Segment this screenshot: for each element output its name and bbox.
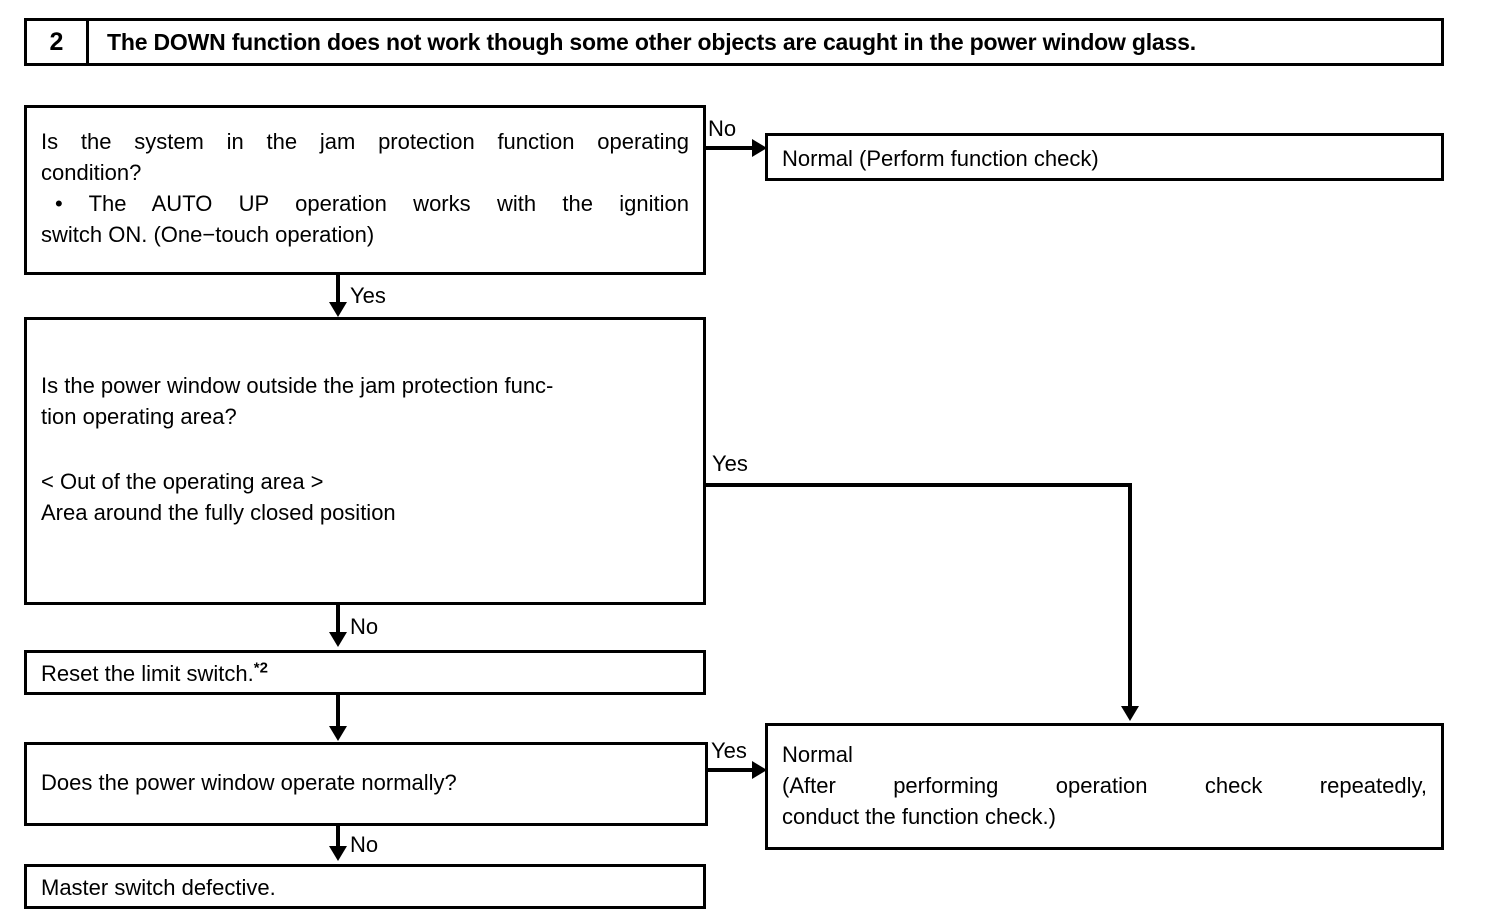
question-box-outside-operating-area-text: Is the power window outside the jam prot…	[27, 320, 703, 528]
question-box-operates-normally-text: Does the power window operate normally?	[41, 770, 457, 795]
edge-q3-no-line	[336, 826, 340, 852]
edge-q2-no-arrowhead	[329, 632, 347, 647]
edge-q1-no-line	[703, 146, 763, 150]
q1-line-2: condition?	[41, 160, 142, 185]
q1-bullet-line: • The AUTO UP operation works with the i…	[55, 191, 689, 216]
edge-q3-no-arrowhead	[329, 846, 347, 861]
outcome-box-master-switch-defective: Master switch defective.	[24, 864, 706, 909]
edge-q1-yes-arrowhead	[329, 302, 347, 317]
header-bar: 2 The DOWN function does not work though…	[24, 18, 1444, 66]
edge-q3-yes-line	[706, 768, 763, 772]
edge-reset-to-q3-line	[336, 695, 340, 727]
outcome-box-normal-after-operation-check: Normal (After performing operation check…	[765, 723, 1444, 850]
question-box-jam-protection-condition-text: Is the system in the jam protection func…	[27, 108, 703, 250]
normal-bottom-line-1: Normal	[782, 742, 853, 767]
edge-label-q2-no: No	[350, 614, 379, 639]
outcome-master-switch-defective-text: Master switch defective.	[41, 875, 276, 900]
edge-q1-no-arrowhead	[752, 139, 767, 157]
normal-bottom-line-2: (After performing operation check repeat…	[782, 773, 1427, 798]
q2-line-3: < Out of the operating area >	[41, 469, 324, 494]
q1-bullet-continuation: switch ON. (One−touch operation)	[41, 222, 375, 247]
q2-line-1: Is the power window outside the jam prot…	[41, 373, 554, 398]
question-box-outside-operating-area: Is the power window outside the jam prot…	[24, 317, 706, 605]
edge-q2-yes-horizontal	[703, 483, 1132, 487]
edge-q2-yes-vertical	[1128, 483, 1132, 710]
q1-line-1: Is the system in the jam protection func…	[41, 129, 689, 154]
reset-label: Reset the limit switch.	[41, 661, 254, 686]
q2-line-4: Area around the fully closed position	[41, 500, 396, 525]
header-number: 2	[27, 21, 89, 63]
edge-label-q1-yes: Yes	[350, 283, 386, 308]
q2-line-2: tion operating area?	[41, 404, 237, 429]
question-box-jam-protection-condition: Is the system in the jam protection func…	[24, 105, 706, 275]
action-box-reset-limit-switch-text: Reset the limit switch.*2	[27, 653, 703, 689]
edge-label-q2-yes: Yes	[712, 451, 748, 476]
action-box-reset-limit-switch: Reset the limit switch.*2	[24, 650, 706, 695]
outcome-box-normal-perform-function-check: Normal (Perform function check)	[765, 133, 1444, 181]
question-box-operates-normally: Does the power window operate normally?	[24, 742, 708, 826]
edge-q3-yes-arrowhead	[752, 761, 767, 779]
edge-reset-to-q3-arrowhead	[329, 726, 347, 741]
header-title: The DOWN function does not work though s…	[107, 28, 1196, 55]
outcome-normal-top-text: Normal (Perform function check)	[782, 146, 1099, 171]
normal-bottom-line-3: conduct the function check.)	[782, 804, 1056, 829]
reset-footnote-marker: *2	[253, 659, 268, 677]
edge-q1-yes-line	[336, 275, 340, 305]
edge-q2-no-line	[336, 605, 340, 633]
edge-label-q3-yes: Yes	[711, 738, 747, 763]
edge-label-q3-no: No	[350, 832, 379, 857]
edge-label-q1-no: No	[708, 116, 737, 141]
edge-q2-yes-arrowhead	[1121, 706, 1139, 721]
outcome-normal-bottom-text: Normal (After performing operation check…	[768, 726, 1441, 832]
